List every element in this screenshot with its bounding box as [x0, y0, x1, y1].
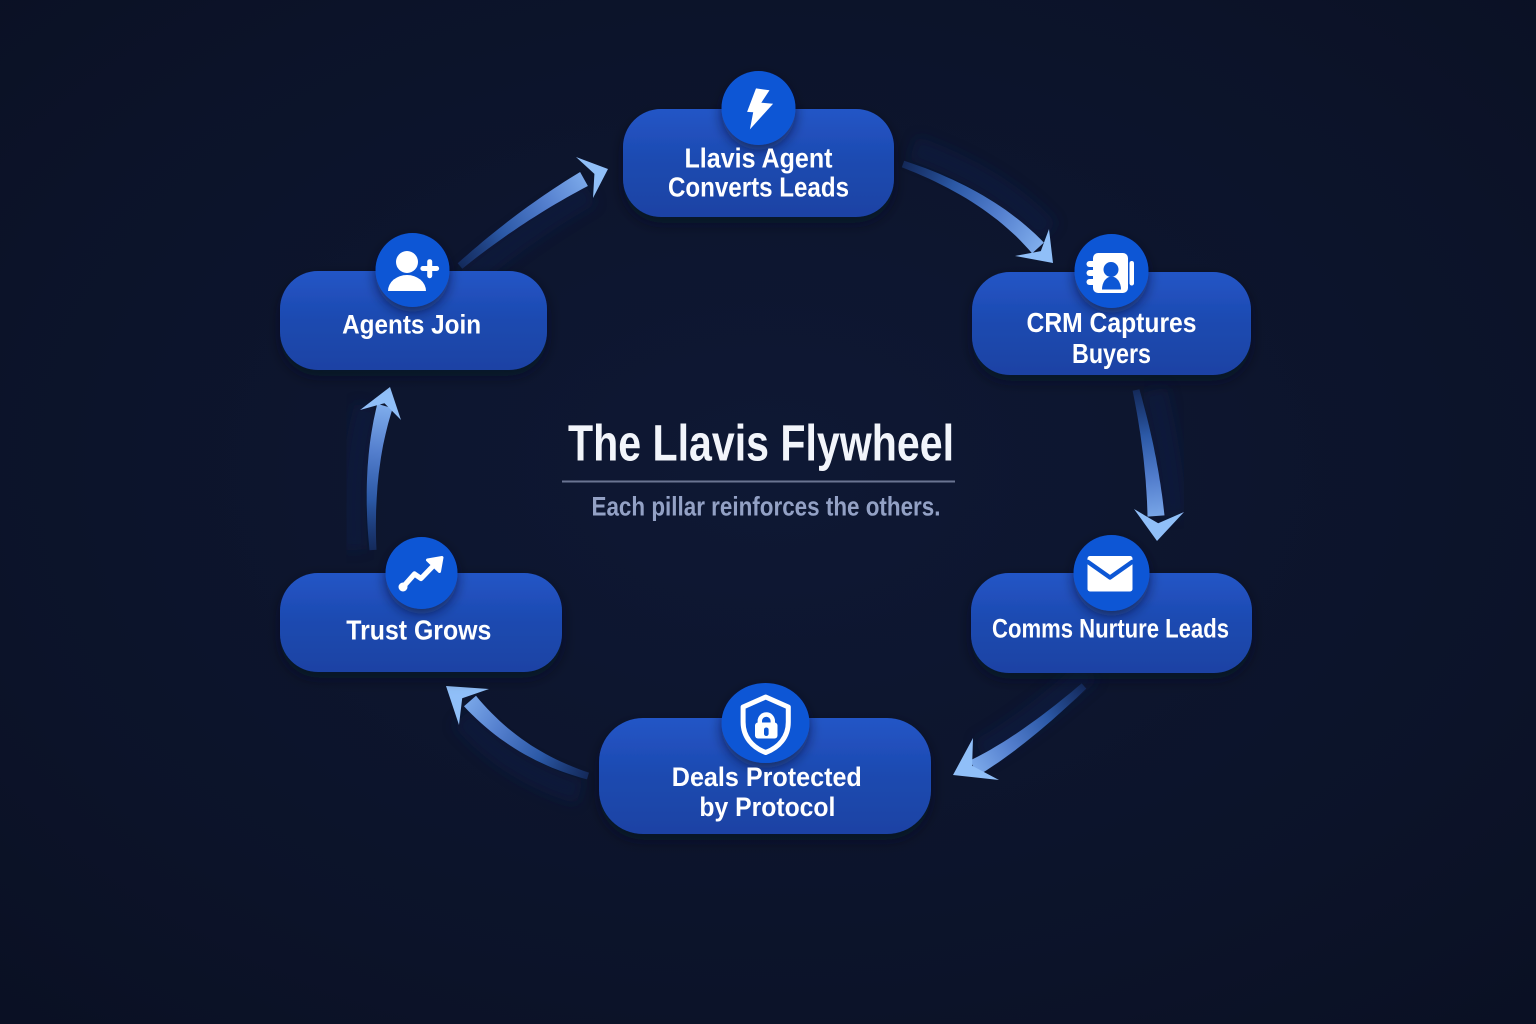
- svg-text:Buyers: Buyers: [1072, 338, 1151, 369]
- svg-text:Deals Protected: Deals Protected: [672, 762, 862, 792]
- svg-text:by Protocol: by Protocol: [699, 792, 835, 822]
- svg-text:Each pillar reinforces the oth: Each pillar reinforces the others.: [592, 492, 941, 522]
- svg-text:Converts Leads: Converts Leads: [668, 172, 849, 203]
- svg-text:Llavis Agent: Llavis Agent: [685, 143, 833, 174]
- svg-text:Trust Grows: Trust Grows: [346, 615, 491, 646]
- svg-text:The Llavis Flywheel: The Llavis Flywheel: [568, 415, 954, 472]
- svg-text:CRM Captures: CRM Captures: [1027, 307, 1197, 338]
- svg-text:Comms Nurture Leads: Comms Nurture Leads: [992, 613, 1229, 643]
- svg-text:Agents Join: Agents Join: [342, 310, 481, 340]
